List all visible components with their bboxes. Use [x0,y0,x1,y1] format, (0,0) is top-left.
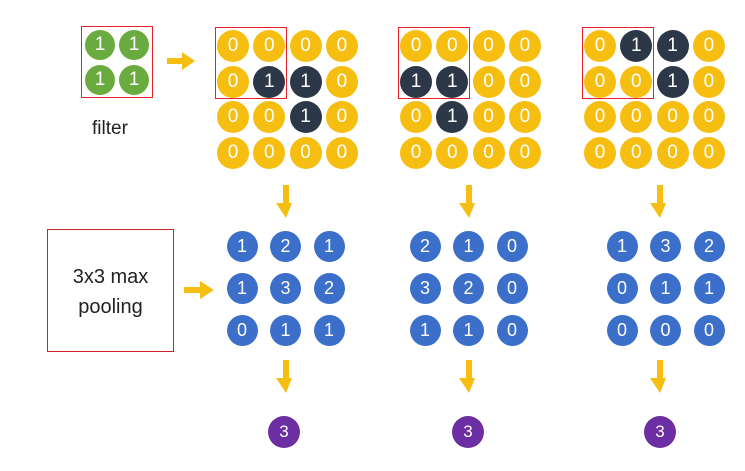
output-cell: 1 [693,272,725,304]
input-cell: 1 [436,65,469,98]
input-cell: 0 [400,136,432,169]
input-cell: 0 [584,136,616,169]
input-cell: 0 [472,136,505,169]
input-cell: 0 [217,30,249,62]
input-cell: 0 [400,101,432,133]
input-cell: 0 [620,136,653,169]
input-cell: 0 [508,101,541,133]
input-cell: 1 [656,65,689,98]
filter-label: filter [92,118,128,139]
input-cell: 0 [472,30,505,62]
output-cell: 0 [226,314,258,346]
input-cell: 0 [584,30,616,62]
input-cell: 0 [508,65,541,98]
output-cell: 0 [606,314,638,346]
filter-cell: 1 [119,30,149,60]
input-cell: 0 [656,101,689,133]
pooling-label: 3x3 max pooling [72,266,149,318]
output-cell: 3 [409,272,441,304]
down-arrow-2b [459,360,475,393]
filter-cell: 1 [119,65,149,95]
input-cell: 0 [436,30,469,62]
input-cell: 0 [508,136,541,169]
output-cell: 2 [313,272,345,304]
input-cell: 1 [620,30,653,62]
output-cell: 1 [313,230,345,262]
input-cell: 1 [400,65,432,98]
output-cell: 1 [650,272,681,304]
filter-cell: 1 [85,30,115,60]
input-cell: 0 [325,101,358,133]
output-cell: 0 [496,272,528,304]
output-cell: 2 [693,230,725,262]
output-cell: 1 [409,314,441,346]
input-cell: 0 [692,101,725,133]
input-highlight-box [582,27,654,99]
output-cell: 0 [496,314,528,346]
input-cell: 0 [325,136,358,169]
input-cell: 0 [289,30,322,62]
input-cell: 1 [289,101,322,133]
input-cell: 0 [217,65,249,98]
input-cell: 0 [217,136,249,169]
input-cell: 0 [400,30,432,62]
input-cell: 0 [620,101,653,133]
down-arrow-3a [650,185,666,218]
output-cell: 0 [693,314,725,346]
input-cell: 0 [692,65,725,98]
input-cell: 0 [584,101,616,133]
result-cell: 3 [644,416,676,448]
right-arrow-pooling [184,281,214,299]
output-cell: 1 [226,272,258,304]
input-cell: 1 [289,65,322,98]
input-cell: 0 [472,101,505,133]
input-cell: 0 [253,136,286,169]
output-cell: 1 [606,230,638,262]
input-cell: 0 [289,136,322,169]
down-arrow-3b [650,360,666,393]
output-cell: 1 [270,314,301,346]
input-cell: 0 [584,65,616,98]
input-cell: 0 [436,136,469,169]
down-arrow-1b [276,360,292,393]
output-cell: 1 [453,230,484,262]
down-arrow-2a [459,185,475,218]
output-cell: 2 [453,272,484,304]
output-cell: 1 [453,314,484,346]
input-cell: 1 [253,65,286,98]
output-cell: 3 [270,272,301,304]
output-cell: 0 [496,230,528,262]
output-cell: 2 [270,230,301,262]
output-cell: 1 [313,314,345,346]
output-cell: 2 [409,230,441,262]
input-cell: 0 [325,30,358,62]
down-arrow-1a [276,185,292,218]
input-cell: 0 [692,30,725,62]
input-highlight-box [215,27,287,99]
output-cell: 0 [606,272,638,304]
input-cell: 1 [656,30,689,62]
input-cell: 0 [692,136,725,169]
input-cell: 1 [436,101,469,133]
result-cell: 3 [268,416,300,448]
input-highlight-box [398,27,470,99]
output-cell: 0 [650,314,681,346]
result-cell: 3 [452,416,484,448]
filter-cell: 1 [85,65,115,95]
pooling-box: 3x3 max pooling [47,229,174,352]
input-cell: 0 [472,65,505,98]
input-cell: 0 [656,136,689,169]
filter-highlight-box [81,26,153,98]
right-arrow-filter [167,52,195,70]
input-cell: 0 [508,30,541,62]
input-cell: 0 [620,65,653,98]
input-cell: 0 [325,65,358,98]
output-cell: 3 [650,230,681,262]
input-cell: 0 [253,30,286,62]
input-cell: 0 [217,101,249,133]
input-cell: 0 [253,101,286,133]
output-cell: 1 [226,230,258,262]
